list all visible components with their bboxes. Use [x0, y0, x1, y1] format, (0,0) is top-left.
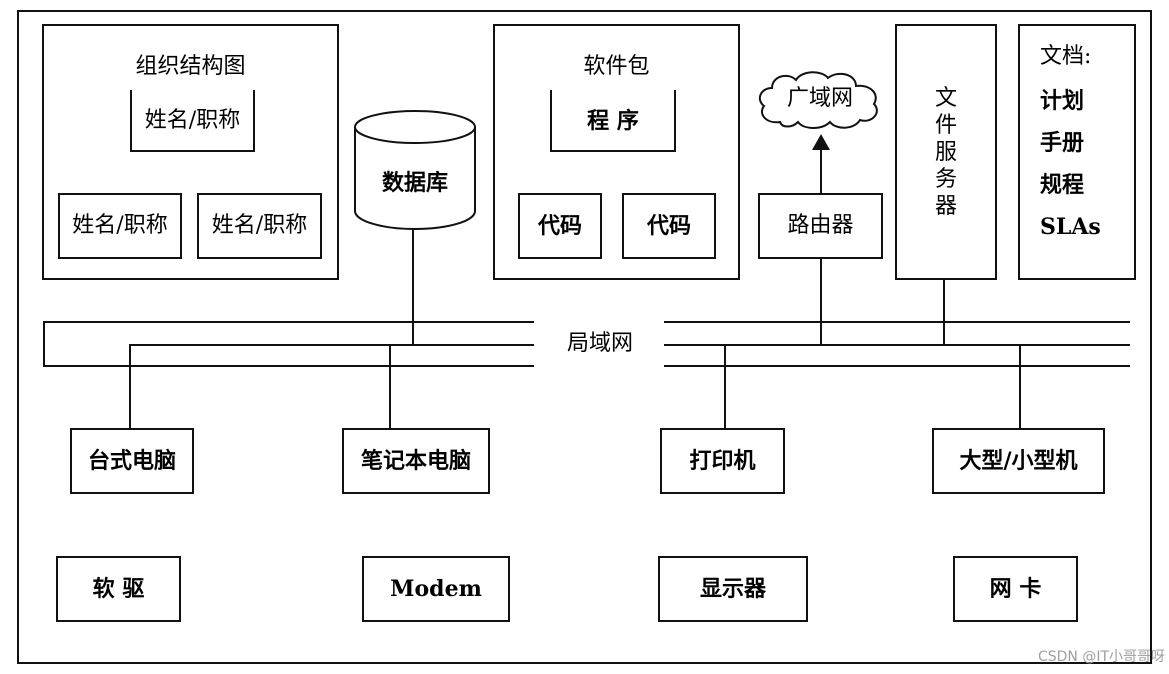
documents-panel — [1018, 24, 1136, 280]
mainframe-label: 大型/小型机 — [959, 448, 1078, 474]
database-cylinder-icon — [354, 110, 476, 230]
org-bracket-left — [130, 90, 132, 152]
documents-title: 文档: — [1040, 44, 1092, 69]
file-server-label: 文 件 服 务 器 — [934, 85, 957, 219]
laptop-label: 笔记本电脑 — [360, 448, 471, 474]
org-bracket-right — [253, 90, 255, 152]
code-left-label: 代码 — [537, 213, 582, 239]
wan-arrow-icon — [812, 134, 830, 150]
watermark: CSDN @IT小哥哥呀 — [1037, 649, 1165, 665]
nic-box: 网 卡 — [953, 556, 1078, 622]
monitor-box: 显示器 — [658, 556, 808, 622]
documents-item-procedure: 规程 — [1040, 172, 1085, 198]
riser-database — [412, 228, 414, 345]
floppy-label: 软 驱 — [92, 576, 145, 602]
code-right-box: 代码 — [622, 193, 716, 259]
code-right-label: 代码 — [646, 213, 691, 239]
file-server-box: 文 件 服 务 器 — [895, 24, 997, 280]
desktop-label: 台式电脑 — [87, 448, 176, 474]
mainframe-box: 大型/小型机 — [932, 428, 1105, 494]
lan-line-top-left — [44, 321, 534, 323]
code-left-box: 代码 — [518, 193, 602, 259]
documents-item-plan: 计划 — [1040, 88, 1085, 114]
printer-box: 打印机 — [660, 428, 785, 494]
lan-line-bottom-left — [44, 365, 534, 367]
floppy-box: 软 驱 — [56, 556, 181, 622]
router-box: 路由器 — [758, 193, 883, 259]
org-left-name-box: 姓名/职称 — [58, 193, 182, 259]
riser-file-server — [943, 278, 945, 345]
laptop-box: 笔记本电脑 — [342, 428, 490, 494]
wan-cloud-icon — [758, 71, 878, 129]
lan-line-bottom-right — [664, 365, 1130, 367]
drop-desktop — [129, 344, 131, 429]
drop-mainframe — [1019, 344, 1021, 429]
org-right-name-box: 姓名/职称 — [197, 193, 322, 259]
software-bracket-bottom — [550, 150, 676, 152]
org-top-name: 姓名/职称 — [144, 108, 241, 133]
router-to-wan-line — [820, 146, 822, 194]
documents-item-manual: 手册 — [1040, 130, 1085, 156]
monitor-label: 显示器 — [699, 576, 766, 602]
database-label: 数据库 — [381, 170, 448, 196]
modem-label: Modem — [390, 576, 482, 602]
org-left-name: 姓名/职称 — [72, 213, 168, 238]
printer-label: 打印机 — [689, 448, 756, 474]
nic-label: 网 卡 — [989, 576, 1042, 602]
riser-router — [820, 258, 822, 345]
lan-line-mid-right — [664, 344, 1130, 346]
documents-item-slas: SLAs — [1040, 214, 1101, 240]
desktop-box: 台式电脑 — [70, 428, 194, 494]
software-bracket-right — [674, 90, 676, 152]
modem-box: Modem — [362, 556, 510, 622]
drop-printer — [724, 344, 726, 429]
lan-label: 局域网 — [566, 331, 633, 356]
router-label: 路由器 — [787, 213, 854, 238]
lan-line-mid-left — [130, 344, 534, 346]
drop-laptop — [389, 344, 391, 429]
org-chart-title: 组织结构图 — [135, 54, 246, 79]
lan-left-cap — [43, 321, 45, 367]
lan-line-top-right — [664, 321, 1130, 323]
software-bracket-left — [550, 90, 552, 152]
software-program: 程 序 — [587, 108, 639, 134]
org-bracket-bottom — [130, 150, 255, 152]
software-title: 软件包 — [583, 54, 650, 79]
org-right-name: 姓名/职称 — [211, 213, 308, 238]
wan-label: 广域网 — [786, 86, 853, 111]
